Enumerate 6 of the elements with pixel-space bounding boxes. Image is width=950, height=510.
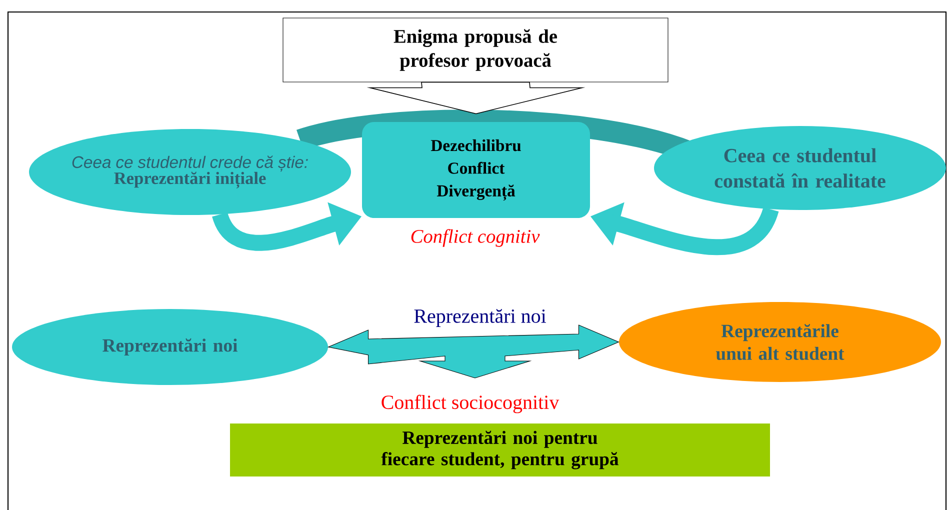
statement-box: Enigma propusă de profesor provoacă <box>282 18 668 82</box>
block-arrow <box>366 82 586 114</box>
label: Reprezentări noi <box>414 309 546 327</box>
process-box: Dezechilibru Conflict Divergență <box>362 122 590 218</box>
result-box: Reprezentări noi pentru fiecare student, pentru grupă <box>230 424 770 476</box>
label: Conflict sociocognitiv <box>382 394 560 414</box>
